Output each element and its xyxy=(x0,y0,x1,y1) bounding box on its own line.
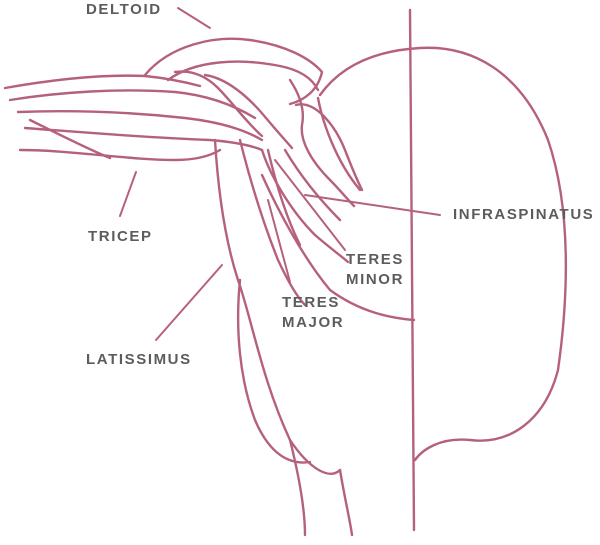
arm-upper-2 xyxy=(8,89,257,120)
teres-band xyxy=(266,148,302,247)
latissimus-label: LATISSIMUS xyxy=(86,351,192,368)
latissimus-leader xyxy=(155,264,223,341)
scapula-edge xyxy=(316,96,362,192)
infraspinatus-label: INFRASPINATUS xyxy=(453,206,595,223)
arm-upper xyxy=(3,74,202,90)
teres-major-label: TERES MAJOR xyxy=(282,293,344,333)
deltoid-rear xyxy=(288,78,356,208)
teres-minor-label-line2: MINOR xyxy=(346,271,404,288)
deltoid-outline xyxy=(143,37,324,106)
tricep-leader xyxy=(119,171,137,217)
teres-minor-label: TERES MINOR xyxy=(346,250,404,290)
deltoid-fold-2 xyxy=(203,73,294,150)
deltoid-label: DELTOID xyxy=(86,1,162,18)
infraspinatus-leader xyxy=(304,194,441,216)
spine-line xyxy=(408,8,416,532)
deltoid-rear-2 xyxy=(294,103,364,192)
teres-major-leader xyxy=(267,199,291,283)
deltoid-fold xyxy=(173,70,264,138)
lat-outline xyxy=(213,138,342,475)
tricep-label: TRICEP xyxy=(88,228,153,245)
arm-mid-2 xyxy=(23,126,264,152)
teres-minor-label-line1: TERES xyxy=(346,251,405,268)
lat-outline-2 xyxy=(236,278,312,464)
teres-band-2 xyxy=(283,148,342,222)
tricep-inner xyxy=(28,118,112,160)
tricep-outline xyxy=(18,148,222,162)
lat-outline-3 xyxy=(238,138,307,307)
teres-minor-outline xyxy=(260,148,350,264)
teres-minor-leader xyxy=(274,159,346,251)
back-outline xyxy=(318,46,568,462)
lat-low xyxy=(288,438,307,537)
lat-bottom xyxy=(338,468,354,537)
teres-major-outline xyxy=(260,173,416,322)
arm-mid xyxy=(16,110,264,142)
teres-major-label-line1: TERES xyxy=(282,294,341,311)
deltoid-outline-inner xyxy=(166,60,320,92)
teres-major-label-line2: MAJOR xyxy=(282,314,345,331)
deltoid-leader xyxy=(177,7,211,29)
